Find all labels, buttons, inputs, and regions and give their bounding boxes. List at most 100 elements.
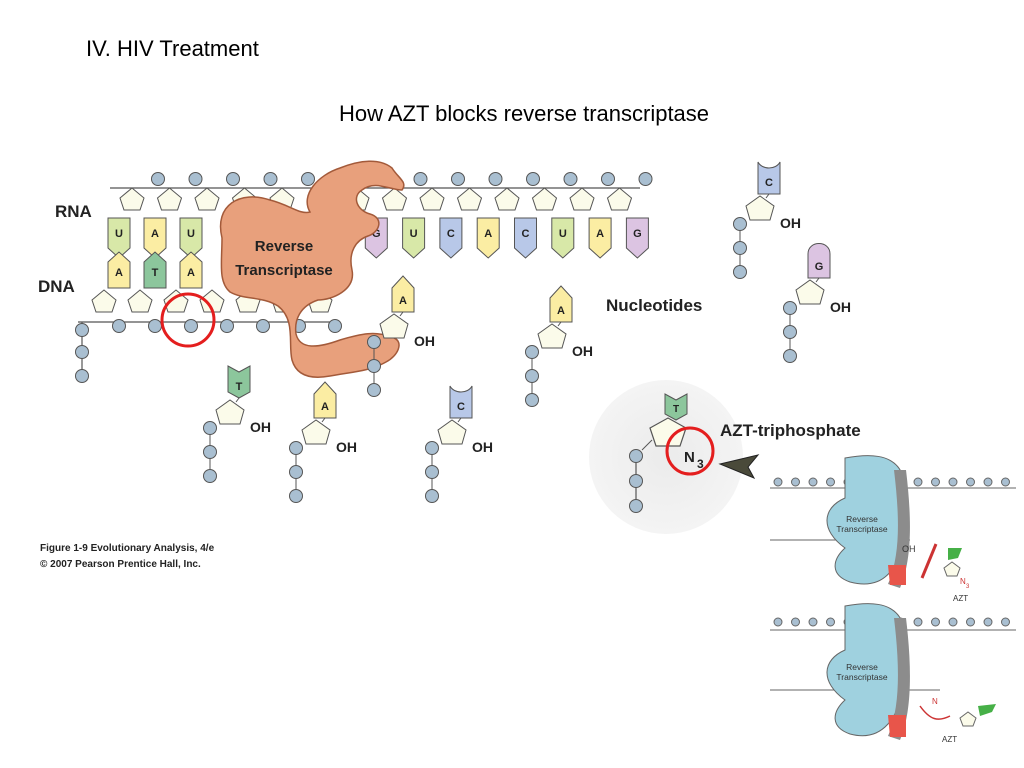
rna-base: A — [143, 217, 167, 259]
dna-sugar — [91, 289, 117, 313]
rna-base-letter: A — [484, 228, 492, 240]
nucleotide-base-letter: A — [557, 305, 565, 317]
dna-base-letter: T — [152, 267, 159, 279]
rna-phosphate — [188, 172, 203, 186]
rna-base-letter: C — [522, 228, 530, 240]
oh-label: OH — [472, 439, 493, 455]
dna-phosphate — [112, 319, 126, 333]
reverse-transcriptase-shape: Reverse Transcriptase — [219, 160, 405, 378]
rna-sugar — [456, 187, 483, 211]
nucleotide-base-letter: A — [321, 401, 329, 413]
oh-label: OH — [830, 299, 851, 315]
rna-base: U — [402, 217, 426, 259]
highlight-circle-dna — [160, 292, 216, 348]
rna-sugar — [606, 187, 633, 211]
dna-phosphate — [328, 319, 342, 333]
rna-base: U — [107, 217, 131, 259]
rna-phosphate — [488, 172, 503, 186]
rna-phosphate — [301, 172, 315, 186]
rna-base: U — [551, 217, 575, 259]
n3-subscript: 3 — [697, 457, 704, 471]
figure-caption-1: Figure 1-9 Evolutionary Analysis, 4/e — [40, 543, 215, 554]
oh-label: OH — [250, 419, 271, 435]
nucleotide-base-letter: G — [815, 261, 824, 273]
inset2-n3: N — [932, 697, 938, 706]
dna-tail — [75, 322, 89, 383]
rna-phosphate — [601, 172, 615, 186]
rna-phosphate — [638, 172, 653, 186]
dna-phosphate — [184, 319, 198, 333]
dna-phosphate — [148, 319, 162, 333]
azt-background — [589, 380, 743, 534]
inset1-n3: N — [960, 577, 966, 586]
rna-phosphate — [226, 172, 240, 186]
highlight-circle-azt — [665, 426, 715, 476]
rna-base-letter: U — [410, 228, 418, 240]
rna-base: C — [514, 217, 537, 259]
inset1-azt: AZT — [953, 594, 968, 603]
rna-base-letter: G — [372, 228, 381, 240]
rna-phosphate — [526, 172, 540, 186]
rna-sugar — [119, 187, 145, 211]
arrow-icon — [718, 454, 760, 479]
dna-phosphate — [256, 319, 270, 333]
rna-sugar — [419, 187, 445, 211]
nucleotide-base-letter: A — [399, 295, 407, 307]
rna-base-letter: A — [151, 228, 159, 240]
rna-phosphate — [413, 172, 428, 186]
dna-phosphate — [220, 319, 234, 333]
rna-sugar — [569, 187, 595, 211]
rna-base-letter: U — [115, 228, 123, 240]
dna-sugar — [127, 289, 153, 313]
n3-label: N — [684, 449, 695, 466]
rna-sugar — [194, 187, 220, 211]
rna-base: A — [588, 217, 612, 259]
dna-base: T — [143, 251, 167, 289]
nucleotide-base-letter: C — [457, 401, 465, 413]
free-nucleotide: A OH — [289, 381, 357, 503]
free-nucleotide: COH — [733, 161, 801, 279]
inset1-oh: OH — [902, 544, 916, 554]
rna-sugar — [494, 187, 520, 211]
rna-base: A — [476, 217, 500, 259]
dna-label: DNA — [38, 277, 75, 296]
inset1-n3-sub: 3 — [966, 584, 970, 590]
rna-base-letter: A — [596, 228, 604, 240]
rna-base-letter: U — [559, 228, 567, 240]
rna-phosphate — [151, 172, 165, 186]
rna-base: U — [179, 217, 203, 259]
free-nucleotide: T OH — [203, 365, 271, 483]
oh-label: OH — [572, 343, 593, 359]
figure-caption-2: © 2007 Pearson Prentice Hall, Inc. — [40, 559, 201, 570]
inset2-enzyme-1: Reverse — [846, 662, 878, 672]
nucleotide-base-letter: T — [236, 381, 243, 393]
nucleotides-label: Nucleotides — [606, 296, 702, 315]
dna-base-letter: A — [187, 267, 195, 279]
rna-phosphate — [451, 172, 465, 186]
dna-base: A — [107, 251, 131, 289]
dna-sugar — [199, 289, 225, 313]
free-nucleotide: G OH — [783, 243, 851, 363]
rna-base-letter: U — [187, 228, 195, 240]
enzyme-label-1: Reverse — [255, 238, 313, 255]
oh-label: OH — [336, 439, 357, 455]
rna-base-letter: C — [447, 228, 455, 240]
azt-label: AZT-triphosphate — [720, 421, 861, 440]
rna-sugar — [381, 187, 408, 211]
rna-sugar — [156, 187, 183, 211]
rna-base: G — [625, 217, 649, 259]
inset1-enzyme-2: Transcriptase — [836, 524, 887, 534]
azt-triphosphate: T N 3 AZT-triphosphate — [629, 393, 861, 513]
free-nucleotide: AOH — [367, 275, 435, 397]
inset2-enzyme-2: Transcriptase — [836, 672, 887, 682]
rna-base: C — [439, 217, 463, 259]
svg-text:T: T — [673, 404, 679, 415]
inset-panel-1: Reverse Transcriptase OH N 3 AZT — [770, 455, 1016, 603]
inset1-enzyme-1: Reverse — [846, 514, 878, 524]
dna-base: A — [179, 251, 203, 289]
inset-panel-2: Reverse Transcriptase N AZT — [770, 603, 1016, 744]
free-nucleotide: C OH — [425, 385, 493, 503]
slide-title: IV. HIV Treatment — [86, 36, 259, 61]
oh-label: OH — [780, 215, 801, 231]
